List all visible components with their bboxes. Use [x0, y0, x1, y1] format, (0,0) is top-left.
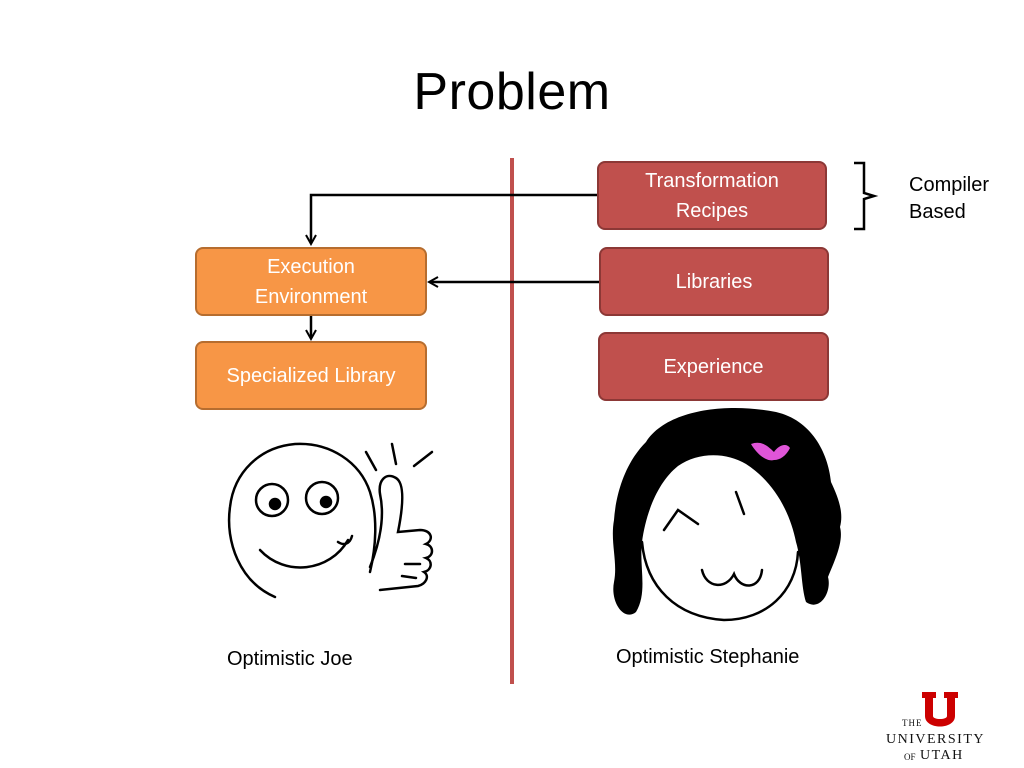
logo-the: THE [902, 718, 923, 728]
execution-environment-box: Execution Environment [195, 247, 427, 316]
university-of-utah-logo: THE UNIVERSITY OF UTAH [882, 690, 992, 766]
university-of-utah-u-logo [922, 692, 958, 727]
libraries-box: Libraries [599, 247, 829, 316]
libraries-label: Libraries [675, 270, 753, 293]
experience-box: Experience [598, 332, 829, 401]
compiler-bracket [854, 161, 879, 231]
transformation-recipes-box: Transformation Recipes [597, 161, 827, 230]
logo-of: OF [904, 752, 916, 762]
logo-university: UNIVERSITY [886, 732, 985, 747]
execution-environment-label: Execution Environment [254, 255, 368, 308]
experience-label: Experience [663, 355, 764, 378]
transformation-recipes-label: Transformation Recipes [645, 169, 779, 222]
arrow-recipes-to-execution [311, 193, 597, 243]
optimistic-joe-caption: Optimistic Joe [227, 648, 353, 670]
logo-utah: UTAH [920, 748, 964, 763]
optimistic-stephanie-caption: Optimistic Stephanie [616, 646, 800, 668]
thumbs-up-joe-face-illustration [227, 442, 434, 599]
specialized-library-label: Specialized Library [226, 364, 396, 387]
slide-title: Problem [413, 63, 611, 121]
specialized-library-box: Specialized Library [195, 341, 427, 410]
compiler-based-note: Compiler Based [909, 174, 990, 223]
stephanie-face-illustration [612, 407, 842, 622]
